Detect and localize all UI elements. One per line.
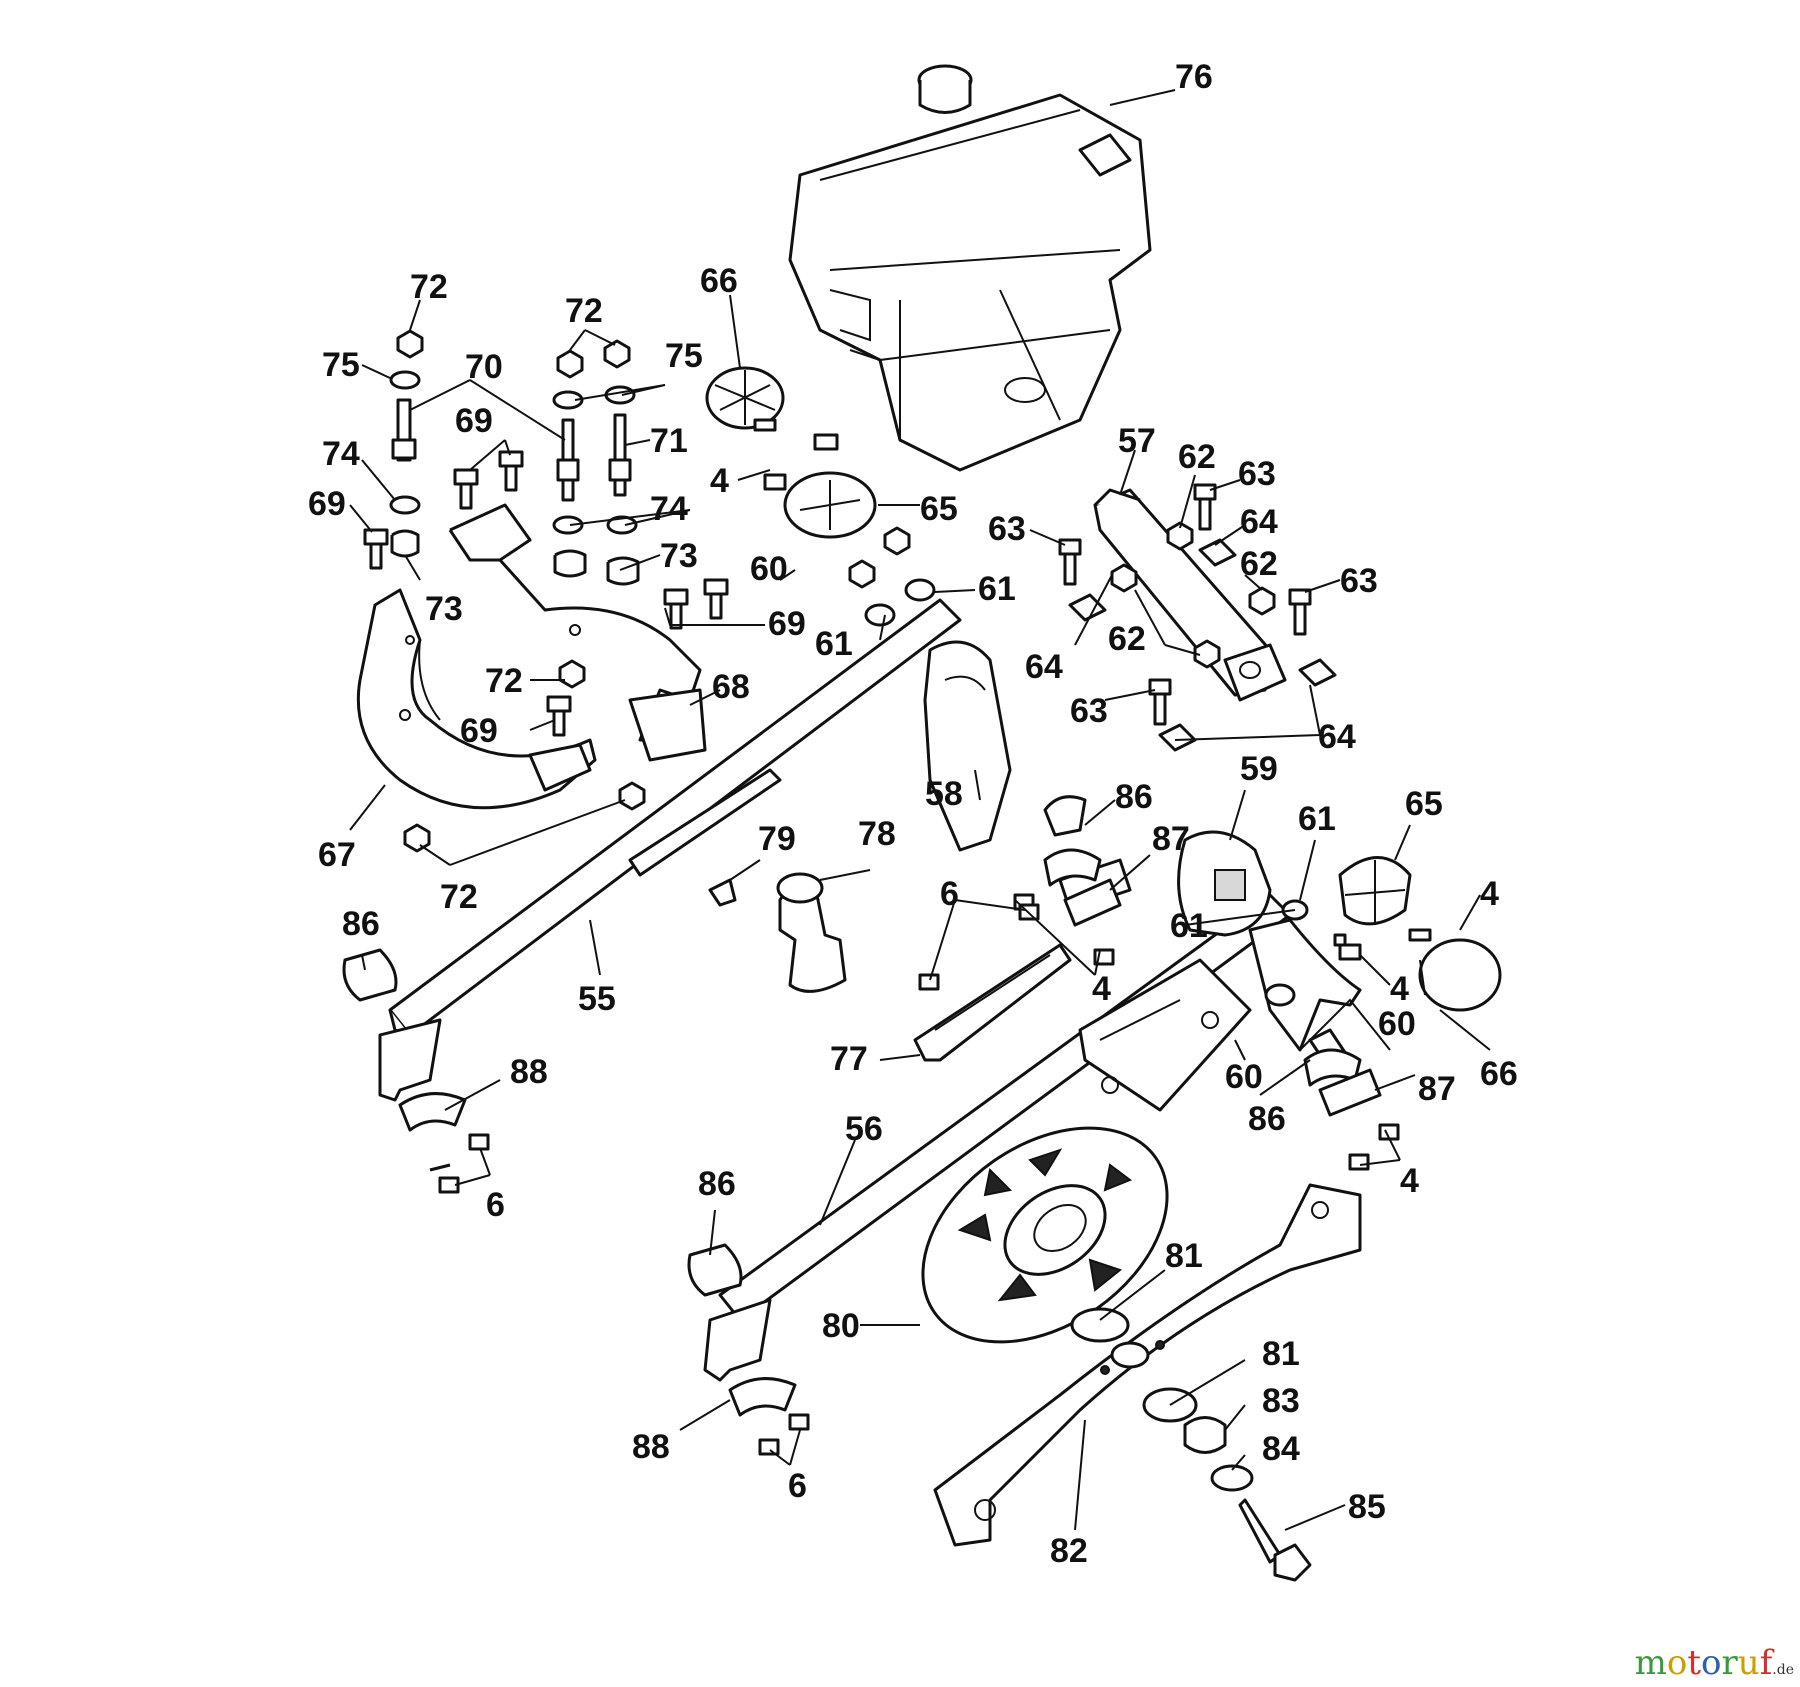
part-label-56: 56 xyxy=(845,1110,883,1148)
part-label-63: 63 xyxy=(1238,455,1276,493)
part-label-87: 87 xyxy=(1152,820,1190,858)
part-label-72: 72 xyxy=(440,878,478,916)
part-label-72: 72 xyxy=(565,292,603,330)
part-label-6: 6 xyxy=(486,1186,505,1224)
part-label-64: 64 xyxy=(1025,648,1063,686)
rear-axle-bar-part xyxy=(342,598,962,1194)
part-label-62: 62 xyxy=(1178,438,1216,476)
part-label-82: 82 xyxy=(1050,1532,1088,1570)
part-label-65: 65 xyxy=(920,490,958,528)
part-label-60: 60 xyxy=(1378,1005,1416,1043)
part-label-4: 4 xyxy=(1400,1162,1419,1200)
part-label-66: 66 xyxy=(1480,1055,1518,1093)
part-label-63: 63 xyxy=(988,510,1026,548)
part-label-4: 4 xyxy=(1390,970,1409,1008)
part-label-69: 69 xyxy=(455,402,493,440)
part-label-60: 60 xyxy=(750,550,788,588)
leader-lines xyxy=(349,89,1491,1531)
part-label-4: 4 xyxy=(1092,970,1111,1008)
part-label-60: 60 xyxy=(1225,1058,1263,1096)
baffle-plate-part xyxy=(356,503,707,853)
part-label-71: 71 xyxy=(650,422,688,460)
part-label-61: 61 xyxy=(1170,907,1208,945)
part-label-67: 67 xyxy=(318,836,356,874)
part-label-61: 61 xyxy=(978,570,1016,608)
part-label-86: 86 xyxy=(698,1165,736,1203)
watermark-text: motoruf xyxy=(1635,1643,1773,1683)
part-label-69: 69 xyxy=(460,712,498,750)
part-label-87: 87 xyxy=(1418,1070,1456,1108)
part-label-81: 81 xyxy=(1165,1237,1203,1275)
watermark-letter: o xyxy=(1666,1643,1688,1683)
part-label-70: 70 xyxy=(465,348,503,386)
part-label-88: 88 xyxy=(510,1053,548,1091)
part-label-68: 68 xyxy=(712,668,750,706)
part-label-86: 86 xyxy=(1248,1100,1286,1138)
front-axle-bar-part xyxy=(687,893,1292,1456)
part-label-73: 73 xyxy=(425,590,463,628)
part-label-73: 73 xyxy=(660,537,698,575)
part-label-88: 88 xyxy=(632,1428,670,1466)
part-label-75: 75 xyxy=(665,337,703,375)
part-label-64: 64 xyxy=(1318,718,1356,756)
watermark-letter: t xyxy=(1687,1643,1702,1683)
fastener-group-left xyxy=(363,329,729,630)
part-label-63: 63 xyxy=(1070,692,1108,730)
part-label-72: 72 xyxy=(410,268,448,306)
part-label-79: 79 xyxy=(758,820,796,858)
part-label-83: 83 xyxy=(1262,1382,1300,1420)
motoruf-watermark: motoruf.de xyxy=(1635,1643,1794,1683)
part-label-61: 61 xyxy=(815,625,853,663)
part-label-6: 6 xyxy=(788,1467,807,1505)
right-hub-part xyxy=(1177,830,1502,1072)
part-label-81: 81 xyxy=(1262,1335,1300,1373)
part-labels: 76 72 72 75 75 70 66 69 71 74 74 69 4 65… xyxy=(308,58,1518,1570)
part-label-76: 76 xyxy=(1175,58,1213,96)
part-label-69: 69 xyxy=(768,605,806,643)
watermark-letter: u xyxy=(1737,1643,1760,1683)
part-label-72: 72 xyxy=(485,662,523,700)
watermark-domain: .de xyxy=(1772,1662,1794,1678)
part-label-6: 6 xyxy=(940,875,959,913)
part-label-57: 57 xyxy=(1118,422,1156,460)
part-label-86: 86 xyxy=(1115,778,1153,816)
side-bracket-part xyxy=(1058,483,1337,752)
fan-wheel-part xyxy=(921,1126,1169,1344)
part-label-64: 64 xyxy=(1240,503,1278,541)
part-label-61: 61 xyxy=(1298,800,1336,838)
watermark-letter: f xyxy=(1759,1643,1773,1683)
part-label-4: 4 xyxy=(1480,875,1499,913)
part-label-86: 86 xyxy=(342,905,380,943)
adjustment-lever-part xyxy=(913,903,1072,1062)
part-label-58: 58 xyxy=(925,775,963,813)
engine-part xyxy=(788,64,1152,472)
part-label-69: 69 xyxy=(308,485,346,523)
part-label-59: 59 xyxy=(1240,750,1278,788)
part-label-62: 62 xyxy=(1240,545,1278,583)
part-label-55: 55 xyxy=(578,980,616,1018)
part-label-4: 4 xyxy=(710,462,729,500)
watermark-letter: r xyxy=(1721,1643,1738,1683)
part-label-84: 84 xyxy=(1262,1430,1300,1468)
part-label-77: 77 xyxy=(830,1040,868,1078)
blade-part xyxy=(933,1183,1362,1582)
part-label-65: 65 xyxy=(1405,785,1443,823)
part-label-62: 62 xyxy=(1108,620,1146,658)
watermark-letter: o xyxy=(1701,1643,1722,1683)
part-label-75: 75 xyxy=(322,346,360,384)
part-label-74: 74 xyxy=(322,435,360,473)
part-label-85: 85 xyxy=(1348,1488,1386,1526)
part-label-80: 80 xyxy=(822,1307,860,1345)
part-label-66: 66 xyxy=(700,262,738,300)
part-label-63: 63 xyxy=(1340,562,1378,600)
watermark-letter: m xyxy=(1634,1643,1667,1683)
part-label-78: 78 xyxy=(858,815,896,853)
part-label-74: 74 xyxy=(650,490,688,528)
blade-adapter-part xyxy=(708,872,847,993)
